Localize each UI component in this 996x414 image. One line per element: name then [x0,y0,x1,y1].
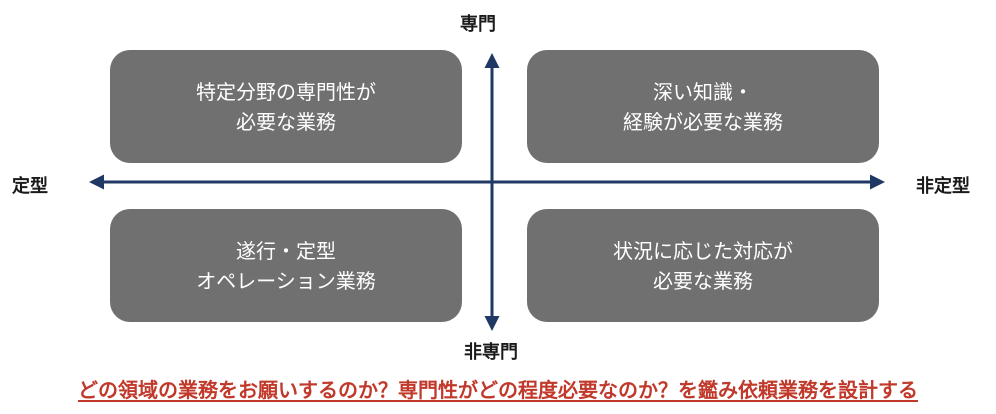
quadrant-text-line: 状況に応じた対応が [613,238,793,263]
quadrant-text-line: 遂行・定型 [236,238,336,263]
quadrant-text-line: 必要な業務 [653,268,753,293]
axis-label-non-routine: 非定型 [916,176,970,197]
quadrant-text-line: 経験が必要な業務 [623,109,783,134]
quadrant-specialized-non-routine: 深い知識・ 経験が必要な業務 [527,50,879,163]
axis-label-routine: 定型 [12,176,48,197]
quadrant-non-specialized-non-routine: 状況に応じた対応が 必要な業務 [527,209,879,322]
quadrant-specialized-routine: 特定分野の専門性が 必要な業務 [110,50,462,163]
quadrant-text-line: 必要な業務 [236,109,336,134]
axis-label-specialized: 専門 [460,14,496,35]
quadrant-non-specialized-routine: 遂行・定型 オペレーション業務 [110,209,462,322]
axis-label-non-specialized: 非専門 [464,342,518,363]
quadrant-text-line: 深い知識・ [653,79,753,104]
quadrant-text-line: オペレーション業務 [196,268,376,293]
footer-note: どの領域の業務をお願いするのか？専門性がどの程度必要なのか？を鑑み依頼業務を設計… [78,378,918,402]
quadrant-text-line: 特定分野の専門性が [196,79,376,104]
